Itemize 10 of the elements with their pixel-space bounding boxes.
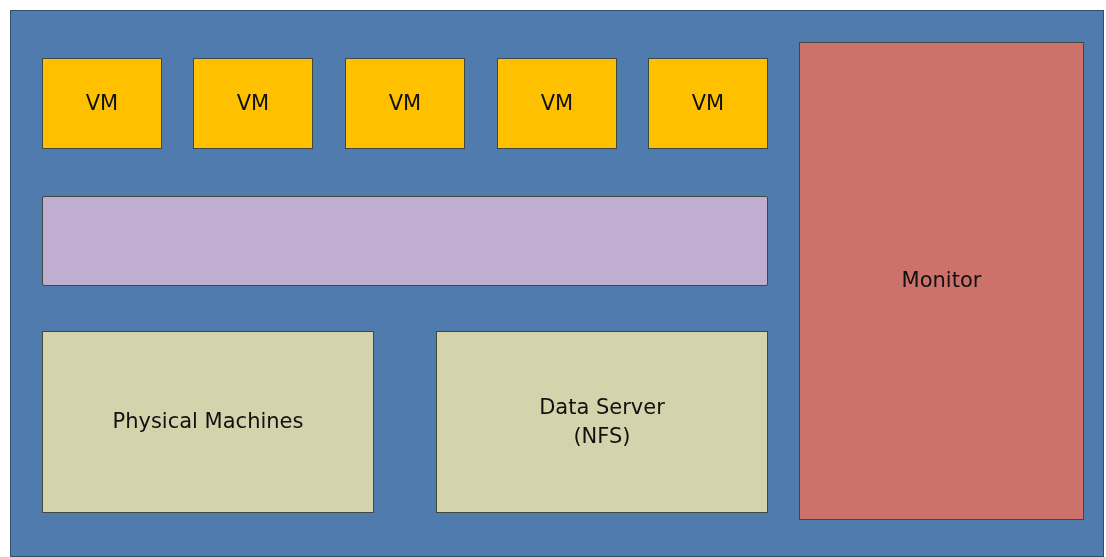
container-box xyxy=(10,10,1104,557)
server-box: Data Server (NFS) xyxy=(436,331,768,513)
vm-box: VM xyxy=(193,58,313,149)
monitor-box: Monitor xyxy=(799,42,1084,520)
machines-box: Physical Machines xyxy=(42,331,374,513)
layer-bar xyxy=(42,196,768,286)
vm-box: VM xyxy=(42,58,162,149)
vm-box: VM xyxy=(345,58,465,149)
vm-box: VM xyxy=(497,58,617,149)
vm-box: VM xyxy=(648,58,768,149)
